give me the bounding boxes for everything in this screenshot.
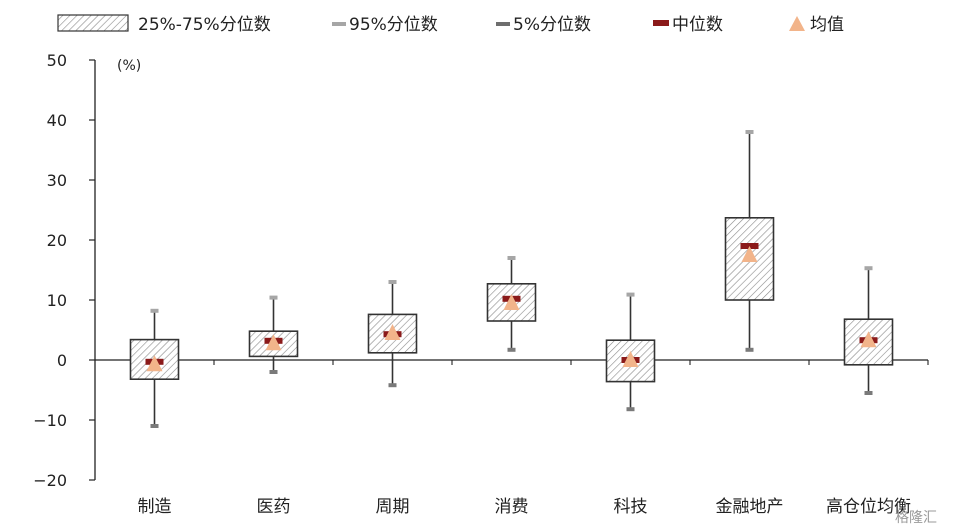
p5-cap bbox=[507, 347, 516, 352]
box-group bbox=[486, 256, 537, 352]
y-axis: 50 40 30 20 10 0 −10 −20 bbox=[33, 51, 96, 490]
legend-iqr-swatch bbox=[57, 14, 129, 32]
p95-cap bbox=[745, 130, 754, 134]
p5-cap bbox=[150, 424, 159, 428]
legend-p5-label: 5%分位数 bbox=[513, 15, 591, 35]
y-tick-label: 10 bbox=[47, 291, 67, 310]
y-tick-label: 0 bbox=[57, 351, 67, 370]
p95-cap bbox=[626, 292, 635, 297]
y-tick-label: 30 bbox=[47, 171, 67, 190]
y-tick-label: −20 bbox=[33, 471, 67, 490]
legend-p95-swatch bbox=[332, 22, 346, 26]
p5-cap bbox=[745, 347, 754, 352]
x-category-label: 制造 bbox=[138, 497, 172, 517]
p5-cap bbox=[388, 383, 397, 388]
box-group bbox=[129, 308, 180, 428]
legend-mean-swatch bbox=[789, 16, 805, 31]
p5-cap bbox=[626, 407, 635, 412]
p5-cap bbox=[864, 391, 873, 395]
legend: 25%-75%分位数 95%分位数 5%分位数 中位数 均值 bbox=[57, 14, 844, 35]
p95-cap bbox=[507, 256, 516, 260]
mean-marker bbox=[622, 351, 639, 367]
box-group bbox=[843, 266, 894, 395]
category-labels: 制造 医药 周期 消费 科技 金融地产 高仓位均衡 bbox=[138, 497, 912, 517]
x-category-label: 高仓位均衡 bbox=[826, 497, 911, 517]
mean-marker bbox=[384, 324, 401, 340]
legend-item-iqr: 25%-75%分位数 bbox=[57, 14, 271, 35]
x-category-label: 消费 bbox=[495, 497, 529, 517]
box-group bbox=[605, 292, 656, 412]
p95-cap bbox=[150, 308, 159, 313]
p95-cap bbox=[269, 295, 278, 300]
legend-item-p5: 5%分位数 bbox=[496, 15, 591, 35]
y-axis-unit-label: (%) bbox=[117, 58, 141, 74]
mean-marker bbox=[741, 246, 758, 262]
legend-p5-swatch bbox=[496, 22, 510, 26]
legend-item-median: 中位数 bbox=[653, 15, 723, 35]
legend-mean-label: 均值 bbox=[810, 15, 844, 35]
legend-median-label: 中位数 bbox=[672, 15, 723, 35]
legend-median-swatch bbox=[653, 20, 669, 26]
y-tick-label: 20 bbox=[47, 231, 67, 250]
p95-cap bbox=[388, 280, 397, 284]
mean-marker bbox=[860, 331, 877, 348]
mean-marker bbox=[503, 294, 520, 310]
box-group bbox=[367, 280, 418, 388]
p95-cap bbox=[864, 266, 873, 271]
boxes-layer bbox=[129, 130, 894, 428]
mean-marker bbox=[146, 355, 163, 372]
p5-cap bbox=[269, 370, 278, 374]
legend-item-mean: 均值 bbox=[789, 15, 844, 35]
legend-item-p95: 95%分位数 bbox=[332, 15, 438, 35]
mean-marker bbox=[265, 334, 282, 351]
box-group bbox=[724, 130, 775, 352]
y-tick-label: −10 bbox=[33, 411, 67, 430]
x-category-label: 科技 bbox=[614, 497, 648, 517]
box-group bbox=[248, 295, 299, 374]
x-category-label: 金融地产 bbox=[716, 497, 784, 517]
y-tick-label: 50 bbox=[47, 51, 67, 70]
y-tick-label: 40 bbox=[47, 111, 67, 130]
legend-p95-label: 95%分位数 bbox=[349, 15, 438, 35]
watermark-text: 格隆汇 bbox=[895, 510, 937, 526]
x-category-label: 医药 bbox=[257, 497, 291, 517]
x-axis bbox=[95, 359, 929, 365]
x-category-label: 周期 bbox=[376, 497, 410, 517]
legend-iqr-label: 25%-75%分位数 bbox=[138, 15, 271, 35]
